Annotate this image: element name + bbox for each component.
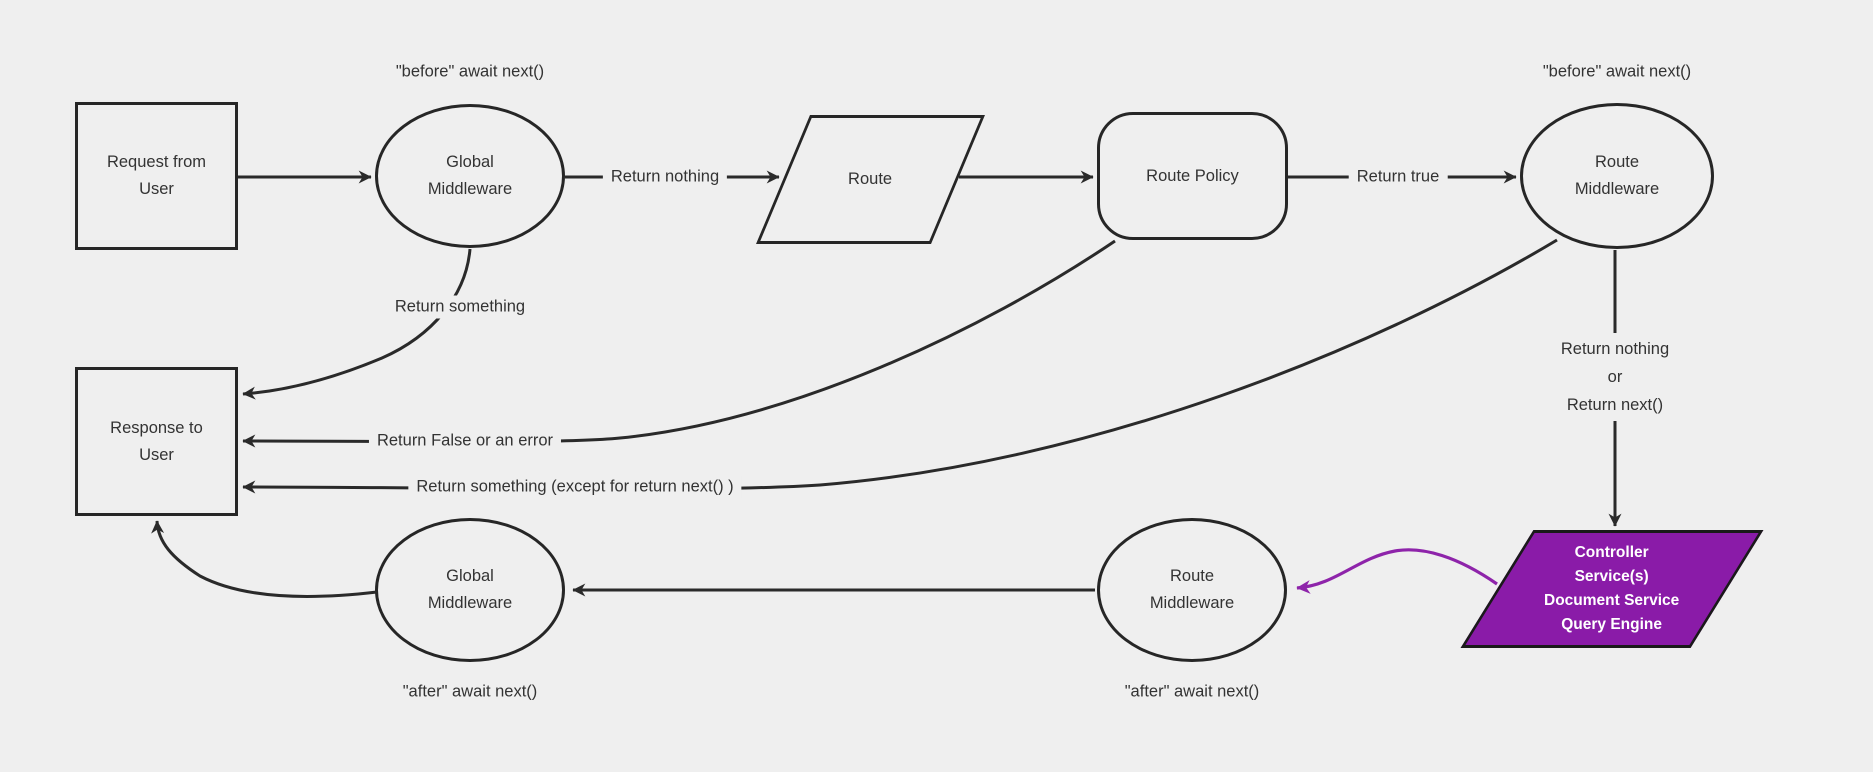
annotation-after-global-middleware: "after" await next(): [402, 682, 538, 701]
services-line: Service(s): [1574, 568, 1650, 585]
edge-label-return-something-except: Return something (except for return next…: [408, 475, 742, 499]
edge-global-middleware-to-response: [242, 248, 472, 400]
edge-services-to-route-middleware-bottom: [1296, 548, 1498, 594]
node-label: Route: [848, 170, 893, 189]
node-label: Request from User: [106, 153, 207, 198]
edge-label-return-nothing: Return nothing: [602, 165, 728, 189]
services-line: Query Engine: [1561, 616, 1663, 633]
node-label: Global Middleware: [427, 567, 513, 612]
edge-label-line: Return next(): [1566, 396, 1664, 414]
node-label: Route Middleware: [1149, 567, 1235, 612]
node-label: Route Policy: [1146, 166, 1239, 185]
edge-label-line: Return nothing: [1560, 340, 1670, 358]
edge-label-return-true: Return true: [1348, 165, 1448, 189]
node-label: Controller Service(s) Document Service Q…: [1544, 541, 1679, 637]
services-line: Document Service: [1544, 592, 1680, 609]
node-route-middleware-top: Route Middleware: [1520, 103, 1714, 249]
annotation-after-route-middleware: "after" await next(): [1124, 682, 1260, 701]
node-label: Response to User: [110, 418, 203, 464]
edge-label-line: or: [1607, 368, 1623, 386]
annotation-before-route-middleware: "before" await next(): [1542, 62, 1692, 81]
node-label: Global Middleware: [427, 153, 513, 198]
services-line: Controller: [1574, 544, 1650, 561]
edge-label-return-nothing-or-next: Return nothing or Return next(): [1552, 333, 1678, 421]
edge-global-middleware-bottom-to-response: [151, 520, 378, 598]
node-route-policy: Route Policy: [1097, 112, 1288, 240]
node-global-middleware-bottom: Global Middleware: [375, 518, 565, 662]
node-request-from-user: Request from User: [75, 102, 238, 250]
edge-label-return-something: Return something: [386, 295, 534, 319]
node-route-middleware-bottom: Route Middleware: [1097, 518, 1287, 662]
edge-route-policy-to-response: [242, 239, 1116, 448]
node-response-to-user: Response to User: [75, 367, 238, 516]
node-services: Controller Service(s) Document Service Q…: [1460, 530, 1764, 648]
node-global-middleware-top: Global Middleware: [375, 104, 565, 248]
node-label: Route Middleware: [1574, 153, 1660, 198]
annotation-before-global-middleware: "before" await next(): [395, 62, 545, 81]
node-route: Route: [756, 115, 985, 244]
edge-label-return-false: Return False or an error: [368, 429, 562, 453]
